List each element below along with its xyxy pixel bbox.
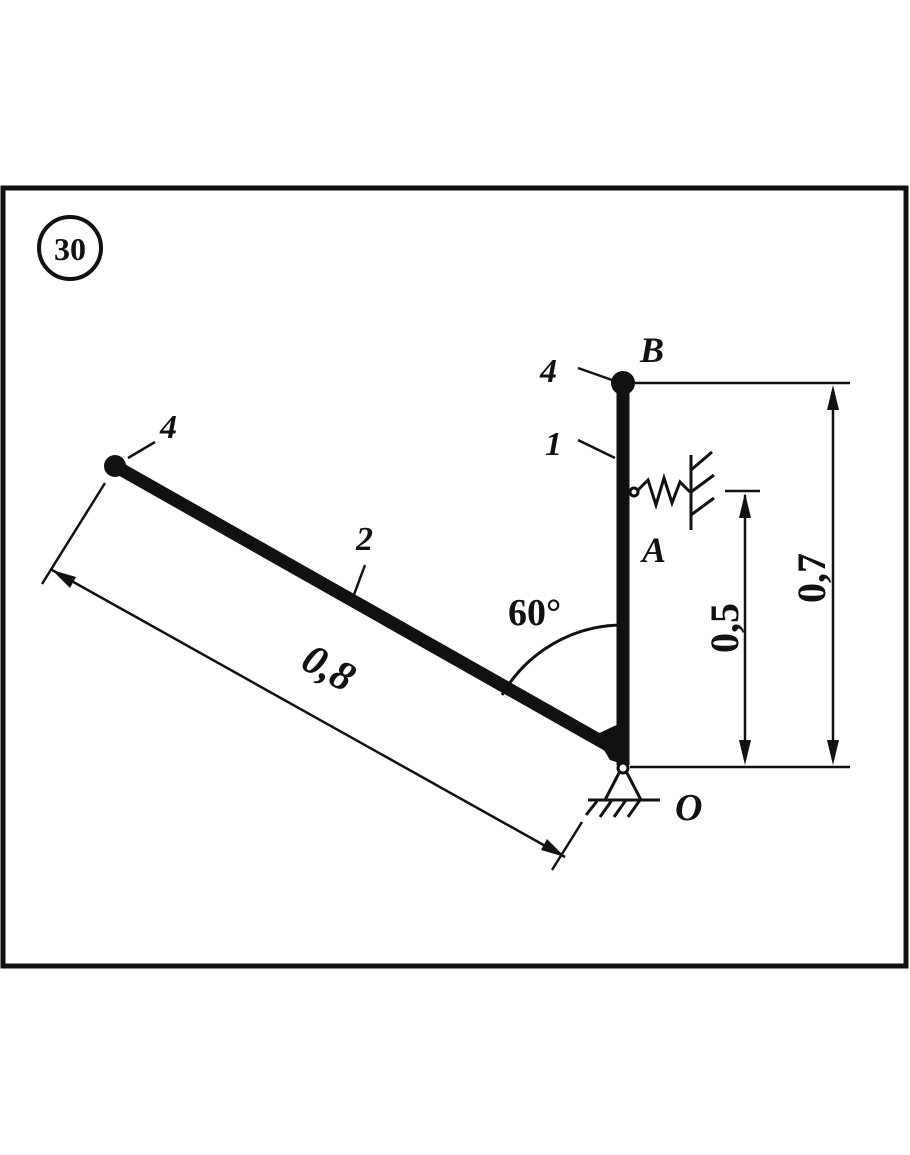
pivot-support-o <box>584 761 660 818</box>
rod-1-label: 1 <box>545 426 562 463</box>
point-mass-left <box>104 455 126 477</box>
mass-b-leader <box>577 366 613 382</box>
problem-number-badge: 30 <box>37 215 103 281</box>
rod-1-leader <box>577 438 616 460</box>
problem-number: 30 <box>54 231 86 267</box>
mass-left-label: 4 <box>159 409 177 446</box>
rod-2 <box>111 460 624 758</box>
point-mass-b <box>611 371 635 395</box>
point-a-label: A <box>640 530 666 570</box>
point-b-label: B <box>639 330 664 370</box>
dimension-lines <box>40 381 850 871</box>
spring-a <box>628 450 715 530</box>
mass-b-label: 4 <box>539 353 557 390</box>
rod-2-leader <box>350 564 367 601</box>
dimension-rod-2-label: 0,8 <box>294 636 362 702</box>
angle-arc <box>500 623 624 696</box>
figure-frame <box>0 185 909 969</box>
angle-label: 60° <box>508 592 561 634</box>
dimension-oa-label: 0,5 <box>702 603 747 653</box>
point-o-label: O <box>675 787 702 829</box>
mass-left-leader <box>127 440 156 460</box>
rod-2-label: 2 <box>355 521 373 558</box>
dimension-ob-label: 0,7 <box>789 553 834 603</box>
